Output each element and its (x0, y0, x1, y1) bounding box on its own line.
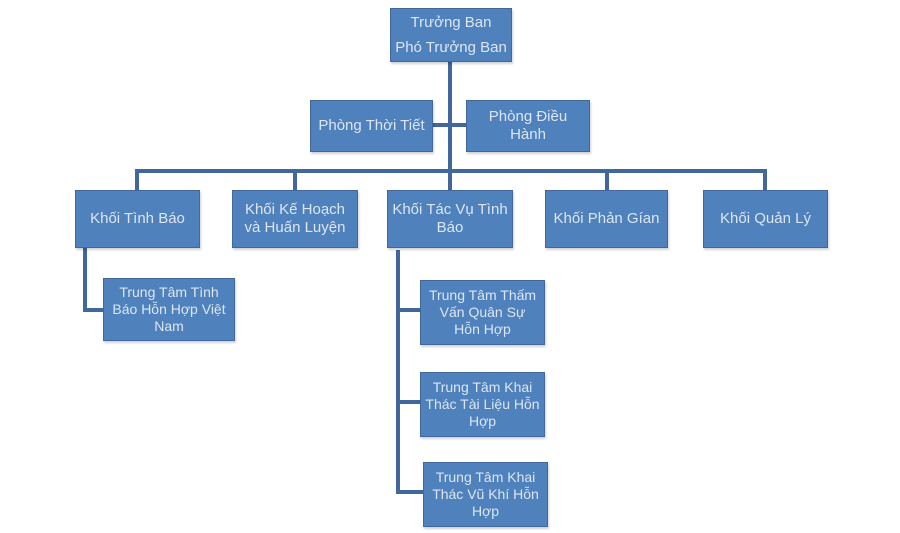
org-node-khoi-tac-vu-tinh-bao: Khối Tác Vụ Tình Báo (387, 190, 513, 248)
connector-tac-vu-child3-horizontal (396, 490, 423, 494)
connector-level3-horizontal (135, 169, 767, 173)
org-node-phong-dieu-hanh: Phòng Điều Hành (466, 100, 590, 152)
connector-level3-stub-quan-ly (763, 169, 767, 190)
connector-tinh-bao-child-horizontal (83, 308, 103, 312)
org-node-khoi-phan-gian: Khối Phản Gían (545, 190, 668, 248)
org-node-khoi-ke-hoach-va-huan-luyen: Khối Kế Hoạch và Huấn Luyện (232, 190, 358, 248)
connector-level3-stub-ke-hoach (293, 169, 297, 190)
connector-tac-vu-children-vertical (396, 250, 400, 494)
org-node-khoi-tinh-bao: Khối Tình Báo (75, 190, 200, 248)
connector-level3-stub-phan-gian (605, 169, 609, 190)
connector-tac-vu-child2-horizontal (396, 400, 420, 404)
connector-level3-stub-tinh-bao (135, 169, 139, 190)
connector-tinh-bao-child-vertical (83, 248, 87, 312)
org-node-trung-tam-tham-van-quan-su-hon-hop: Trung Tâm Thấm Vấn Quân Sự Hỗn Hợp (420, 280, 545, 345)
connector-tac-vu-child1-horizontal (396, 308, 420, 312)
org-node-trung-tam-tinh-bao-hon-hop-viet-nam: Trung Tâm Tình Báo Hỗn Hợp Việt Nam (103, 278, 235, 341)
org-node-trung-tam-khai-thac-tai-lieu-hon-hop: Trung Tâm Khai Thác Tài Liệu Hỗn Hợp (420, 372, 545, 437)
connector-level2-horizontal (433, 123, 466, 127)
org-node-truong-ban: Trưởng Ban Phó Trưởng Ban (390, 8, 512, 62)
org-node-khoi-quan-ly: Khối Quản Lý (703, 190, 828, 248)
org-node-phong-thoi-tiet: Phòng Thời Tiết (310, 100, 433, 152)
org-node-trung-tam-khai-thac-vu-khi-hon-hop: Trung Tâm Khai Thác Vũ Khí Hỗn Hợp (423, 462, 548, 527)
